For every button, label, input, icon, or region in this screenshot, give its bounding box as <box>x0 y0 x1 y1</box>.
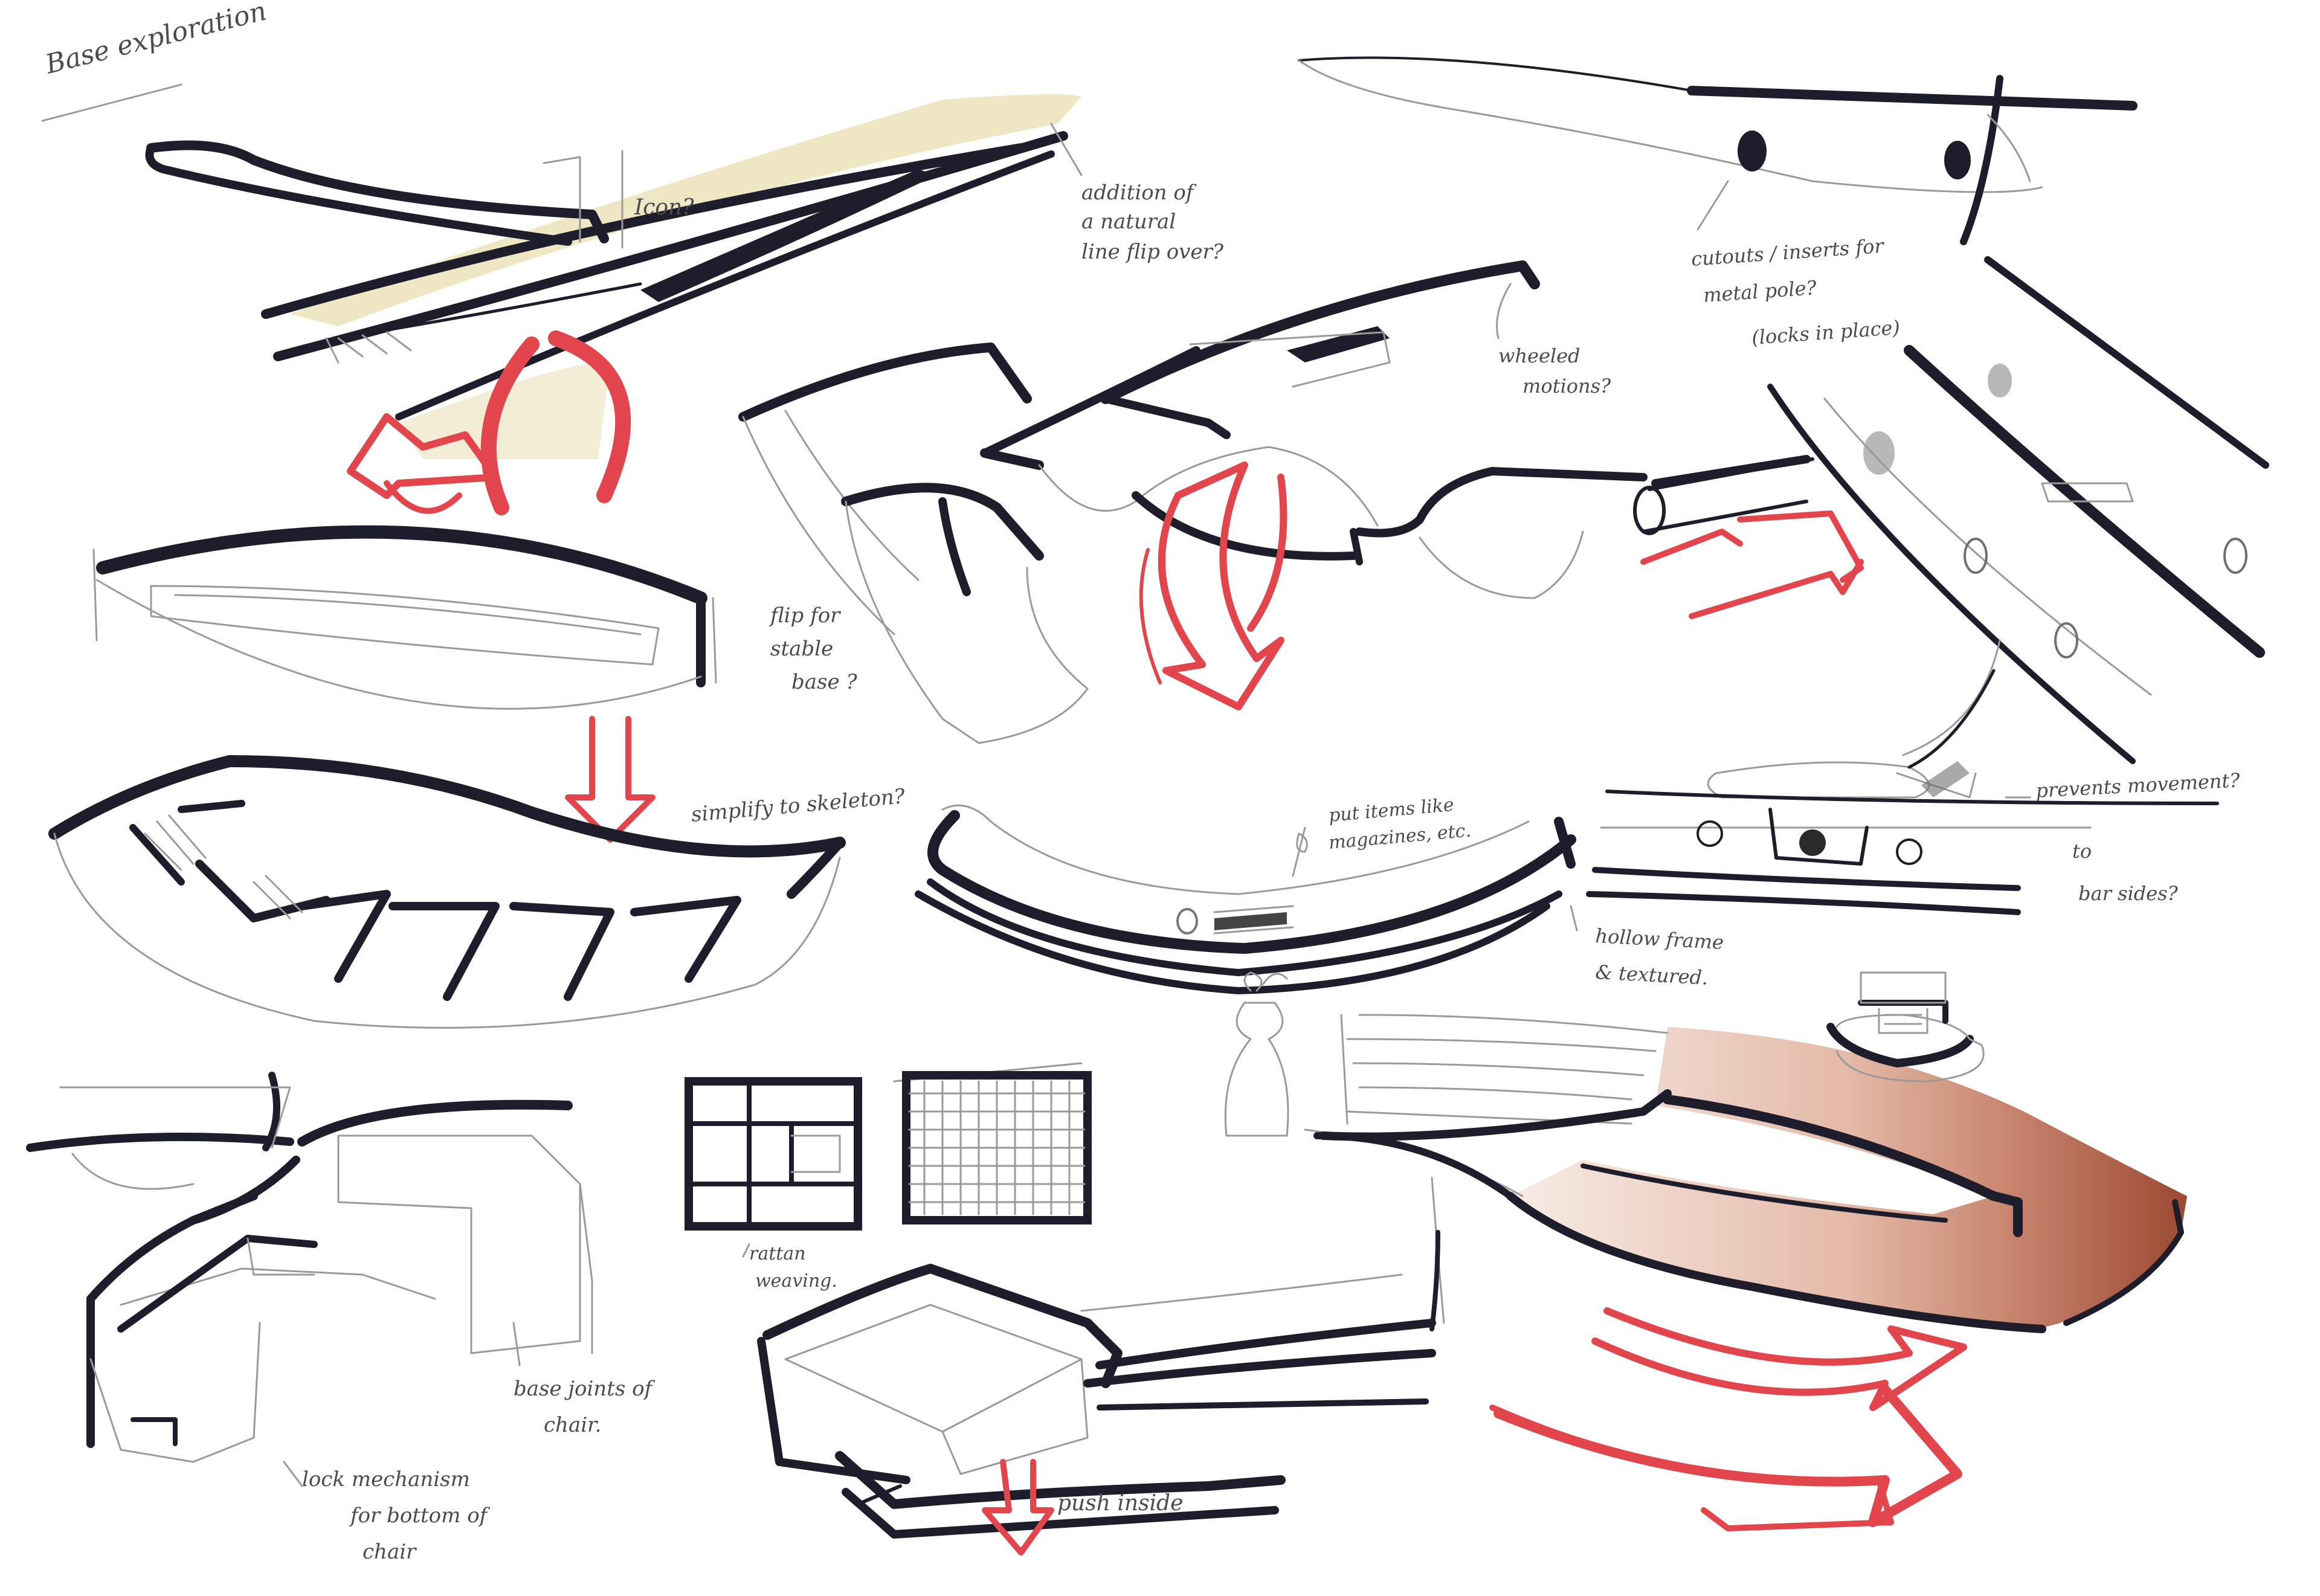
note-rattan-1: rattan <box>749 1243 806 1264</box>
sketch-pole-base: cutouts / inserts for metal pole? (locks… <box>1298 56 2138 349</box>
note-natural-flip-3: line flip over? <box>1081 240 1224 264</box>
title-block: Base exploration <box>41 0 269 122</box>
note-lock-1: lock mechanism <box>302 1467 470 1491</box>
note-put-items-2: magazines, etc. <box>1328 820 1472 853</box>
note-natural-flip-2: a natural <box>1081 210 1176 234</box>
hole-marker <box>1738 130 1767 172</box>
note-put-items-1: put items like <box>1328 794 1455 826</box>
note-flip-stable-2: stable <box>770 637 833 661</box>
note-base-joints-2: chair. <box>544 1413 601 1437</box>
note-flip-stable-3: base ? <box>791 670 857 694</box>
sketch-disc-base <box>1826 971 1985 1083</box>
note-simplify: simplify to skeleton? <box>690 784 906 827</box>
sketch-box-seat: push inside <box>757 1264 1436 1556</box>
note-bar-sides-1: to <box>2072 840 2092 863</box>
note-cutouts-1: cutouts / inserts for <box>1690 234 1886 271</box>
sketch-skeleton-base: simplify to skeleton? <box>48 755 906 1029</box>
note-wheel-2: motions? <box>1522 375 1611 397</box>
page-title: Base exploration <box>42 0 269 80</box>
note-cutouts-3: (locks in place) <box>1751 316 1901 349</box>
note-natural-flip-1: addition of <box>1081 181 1197 205</box>
note-hollow-2: & textured. <box>1595 960 1709 989</box>
note-lock-2: for bottom of <box>349 1504 491 1528</box>
note-lock-3: chair <box>362 1540 417 1564</box>
sketch-twisted-chair: wheeled motions? <box>738 260 1648 744</box>
sketch-hollow-frame: put items like magazines, etc. hollow fr… <box>915 794 1724 1137</box>
note-push-inside: push inside <box>1057 1491 1183 1516</box>
sketch-diagonal-plank <box>1633 256 2269 764</box>
note-rattan-2: weaving. <box>755 1270 837 1292</box>
note-icon: Icon? <box>634 195 694 220</box>
note-bar-sides-2: bar sides? <box>2078 882 2179 905</box>
note-cutouts-2: metal pole? <box>1703 276 1818 307</box>
rattan-grid <box>908 1080 1086 1215</box>
note-hollow-1: hollow frame <box>1595 924 1724 954</box>
skeleton-cells <box>129 800 741 1001</box>
note-base-joints-1: base joints of <box>514 1377 656 1401</box>
note-wheel-1: wheeled <box>1498 344 1580 367</box>
hole-marker <box>1944 141 1971 179</box>
sketch-chair-block: base joints of chair. lock mechanism for… <box>26 1072 656 1564</box>
note-flip-stable-1: flip for <box>768 603 841 628</box>
sketch-rattan-panels: rattan weaving. <box>685 1062 1092 1292</box>
note-prevents-movement: prevents movement? <box>2035 768 2241 802</box>
sketch-curved-plank: Icon? addition of a natural line flip ov… <box>145 94 1224 515</box>
sketch-copper-u-base <box>1304 1014 2187 1531</box>
sketch-skid-cushion: prevents movement? to bar sides? <box>1586 639 2241 915</box>
